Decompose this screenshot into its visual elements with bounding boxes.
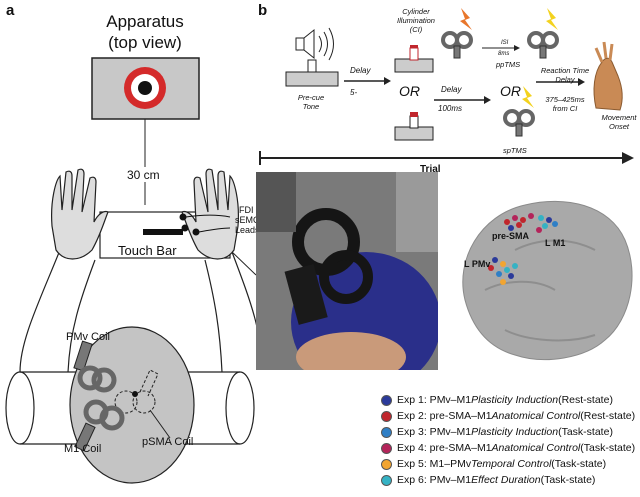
m1-coil-label: M1 Coil <box>64 443 102 455</box>
legend-item: Exp 5: M1–PMv Temporal Control (Task-sta… <box>381 458 606 470</box>
cyl-label-1: Cylinder <box>402 7 430 16</box>
legend-dot <box>381 426 392 438</box>
rt-label-3: 375–425ms <box>545 95 585 104</box>
legend-item: Exp 4: pre-SMA–M1 Anatomical Control (Ta… <box>381 442 635 454</box>
leads-label: Leads <box>235 225 260 235</box>
delay2-value: 100ms <box>438 104 463 113</box>
movement-label-2: Onset <box>608 122 629 131</box>
tms-setup-photo <box>256 172 438 370</box>
psma-coil-label: pSMA Coil <box>142 436 194 448</box>
legend-dot <box>381 410 392 422</box>
legend-item: Exp 2: pre-SMA–M1 Anatomical Control (Re… <box>381 410 635 422</box>
distance-label: 30 cm <box>127 168 160 182</box>
legend-dot <box>381 474 392 486</box>
touch-bar-label: Touch Bar <box>118 243 177 258</box>
precue-label-1: Pre-cue <box>297 93 325 102</box>
delay1-label: Delay <box>350 66 371 75</box>
legend-dot <box>381 442 392 454</box>
lm1-label: L M1 <box>545 238 566 248</box>
isi-label: ISI <box>501 40 509 46</box>
left-hand <box>51 168 109 260</box>
lpmv-label: L PMv <box>464 259 491 269</box>
pptms-label: ppTMS <box>496 60 521 69</box>
apparatus-diagram <box>5 57 256 484</box>
panel-a-letter: a <box>6 2 15 19</box>
or1-label: OR <box>399 83 420 99</box>
sptms-label: spTMS <box>503 146 527 155</box>
pmv-coil-label: PMv Coil <box>66 331 111 343</box>
legend-item: Exp 1: PMv–M1 Plasticity Induction (Rest… <box>381 394 613 406</box>
brain-render <box>462 200 633 361</box>
delay2-label: Delay <box>441 85 462 94</box>
cyl-label-2: Illumination <box>397 16 435 25</box>
panel-b-letter: b <box>258 2 268 19</box>
apparatus-subtitle: (top view) <box>108 33 182 52</box>
head <box>69 326 195 484</box>
cyl-label-3: (CI) <box>409 25 423 34</box>
legend-item: Exp 6: PMv–M1 Effect Duration (Task-stat… <box>381 474 595 486</box>
trial-timeline-diagram <box>259 8 634 165</box>
fdi-label: FDI <box>239 205 254 215</box>
rt-label-1: Reaction Time <box>540 66 590 75</box>
right-hand <box>181 168 239 260</box>
movement-hand <box>593 57 623 111</box>
experiment-legend: Exp 1: PMv–M1 Plasticity Induction (Rest… <box>381 394 636 494</box>
movement-label-1: Movement <box>601 113 637 122</box>
legend-dot <box>381 458 392 470</box>
legend-item: Exp 3: PMv–M1 Plasticity Induction (Task… <box>381 426 613 438</box>
target-center <box>138 81 152 95</box>
delay1-value: 5- <box>350 88 358 97</box>
presma-label: pre-SMA <box>492 231 530 241</box>
rt-label-4: from CI <box>552 104 578 113</box>
isi-value: 8ms <box>498 51 510 57</box>
semg-label: sEMG <box>235 215 261 225</box>
apparatus-title: Apparatus <box>106 12 184 31</box>
or2-label: OR <box>500 83 521 99</box>
legend-dot <box>381 394 392 406</box>
trial-label: Trial <box>420 164 441 175</box>
rt-label-2: Delay <box>555 75 575 84</box>
precue-label-2: Tone <box>302 102 320 111</box>
